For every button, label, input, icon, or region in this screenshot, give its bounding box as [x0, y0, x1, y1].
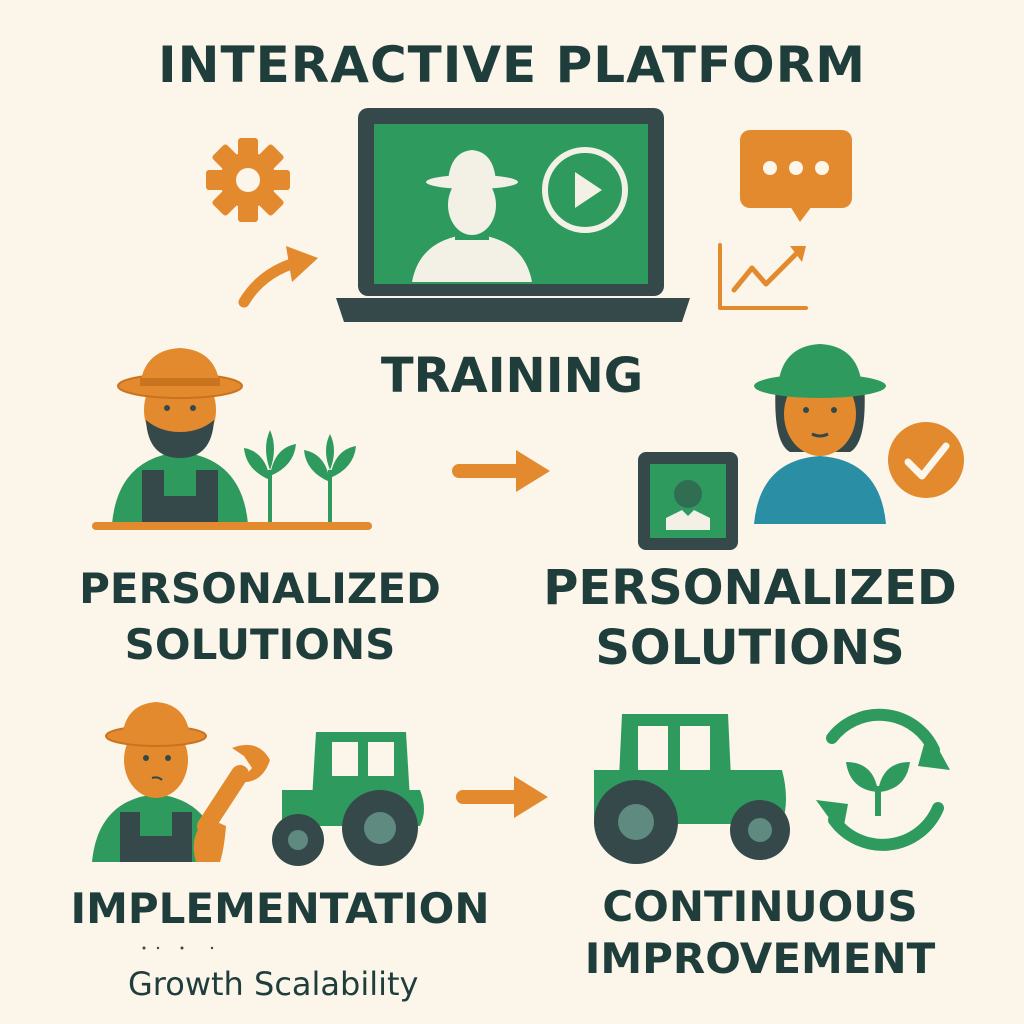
woman-farmer-icon — [754, 344, 886, 524]
training-label: TRAINING — [380, 348, 644, 404]
growth-chart-icon — [718, 243, 808, 310]
tractor-icon — [272, 732, 424, 866]
tractor-icon — [594, 714, 790, 864]
continuous-improvement-line1: CONTINUOUS — [602, 882, 918, 931]
growth-scalability-label: Growth Scalability — [128, 965, 419, 1003]
check-icon — [888, 422, 964, 498]
continuous-improvement-line2: IMPROVEMENT — [584, 934, 936, 983]
personalized-solutions-left-line1: PERSONALIZED — [79, 564, 441, 613]
personalized-solutions-left-line2: SOLUTIONS — [124, 620, 396, 669]
arrow-icon — [456, 776, 548, 818]
gear-icon — [206, 138, 290, 222]
implementation-label: IMPLEMENTATION — [70, 884, 490, 933]
tablet-icon — [638, 452, 738, 550]
seedling-icon — [92, 430, 372, 530]
arrow-icon — [452, 450, 550, 492]
personalized-solutions-right-line1: PERSONALIZED — [543, 560, 957, 616]
wrench-icon — [197, 744, 270, 835]
decorative-dots — [142, 946, 214, 950]
instructor-avatar — [412, 150, 532, 282]
curved-arrow-icon — [238, 246, 318, 308]
chat-bubble-icon — [740, 130, 852, 222]
play-icon — [542, 147, 628, 233]
page-title: INTERACTIVE PLATFORM — [158, 36, 866, 94]
farmer-icon — [112, 348, 248, 524]
mechanic-farmer-icon — [92, 702, 226, 862]
laptop-icon — [336, 108, 690, 322]
cycle-icon — [816, 708, 950, 851]
personalized-solutions-right-line2: SOLUTIONS — [595, 620, 905, 676]
